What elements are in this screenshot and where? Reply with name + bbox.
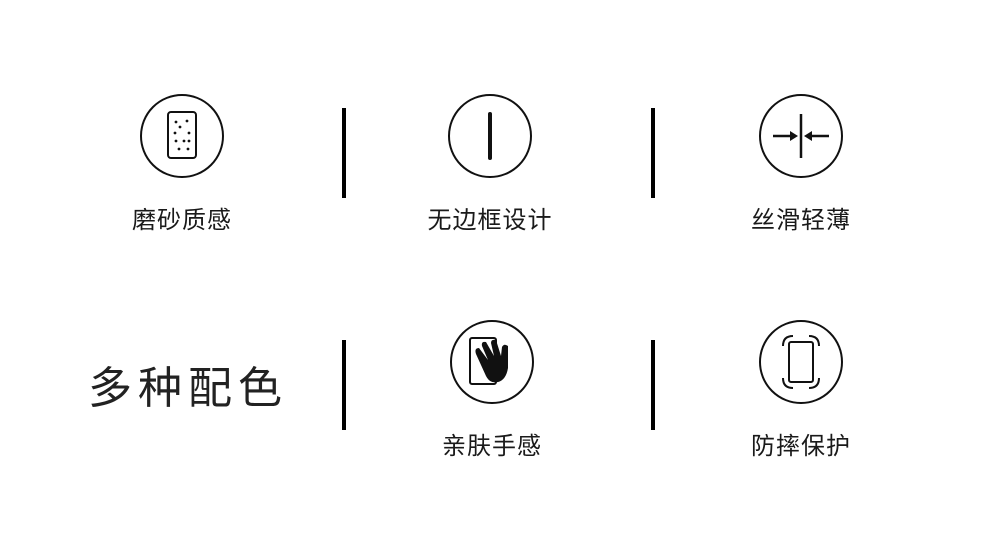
divider [342, 108, 346, 198]
feature-label: 无边框设计 [427, 206, 553, 234]
hand-touch-icon [450, 320, 534, 404]
divider [651, 340, 655, 430]
feature-skin-feel: 亲肤手感 [392, 320, 592, 461]
thin-arrows-icon [759, 94, 843, 178]
feature-label: 丝滑轻薄 [751, 206, 851, 234]
divider [651, 108, 655, 198]
feature-bezel-less: 无边框设计 [390, 94, 590, 235]
drop-protection-icon [759, 320, 843, 404]
feature-thin: 丝滑轻薄 [701, 94, 901, 235]
feature-label: 防摔保护 [751, 432, 851, 460]
feature-frosted: 磨砂质感 [82, 94, 282, 235]
bezel-line-icon [448, 94, 532, 178]
feature-label: 磨砂质感 [132, 206, 232, 234]
colors-heading: 多种配色 [88, 363, 288, 414]
divider [342, 340, 346, 430]
feature-drop-protection: 防摔保护 [701, 320, 901, 461]
frosted-phone-icon [140, 94, 224, 178]
feature-label: 亲肤手感 [442, 432, 542, 460]
